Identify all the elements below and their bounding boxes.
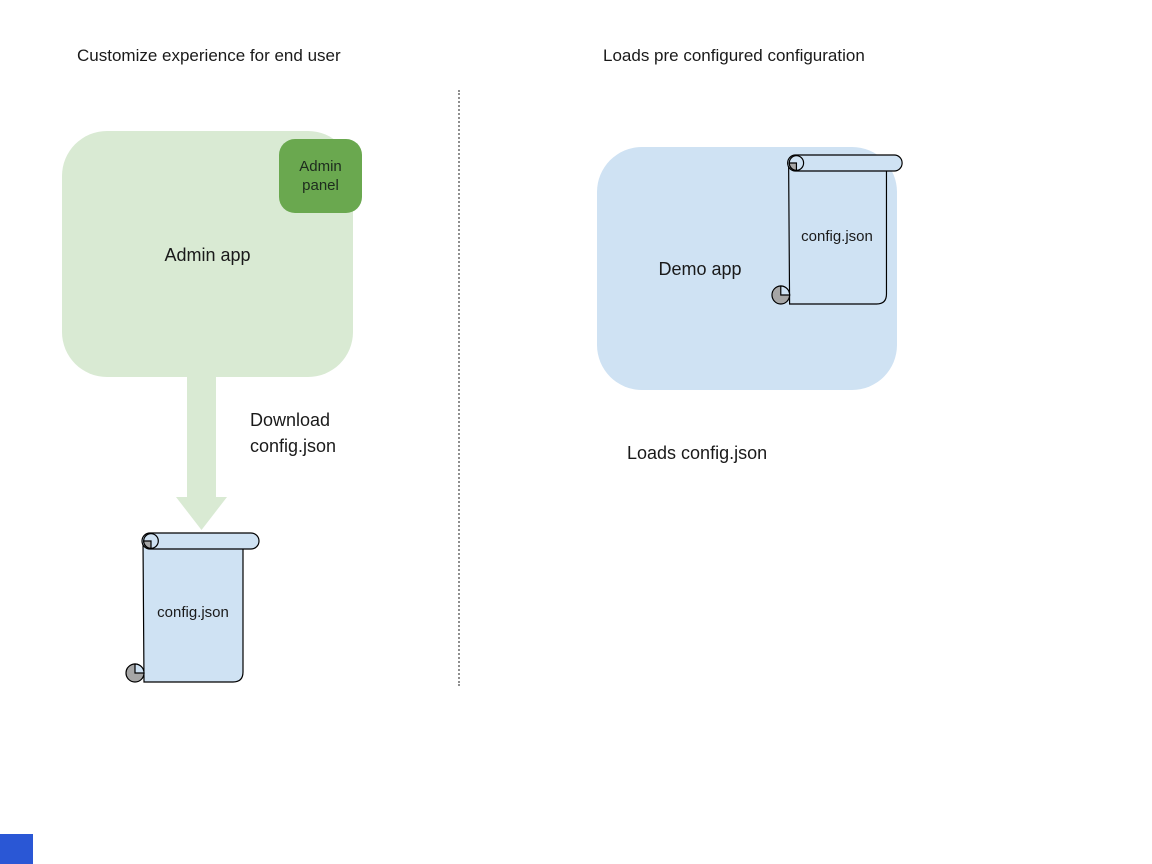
- admin-panel-box: Admin panel: [279, 139, 362, 213]
- config-file-label: config.json: [157, 604, 229, 621]
- scroll-top-curl-notch: [788, 162, 798, 171]
- scroll-body: [142, 540, 244, 683]
- scroll-bottom-curl-notch: [780, 285, 791, 296]
- scroll-body: [788, 162, 888, 305]
- right-section-title: Loads pre configured configuration: [603, 46, 865, 65]
- corner-square: [0, 834, 33, 864]
- scroll-top-curl-notch: [143, 540, 152, 549]
- scroll-top-bar: [141, 532, 260, 550]
- admin-panel-label: Admin panel: [299, 158, 342, 194]
- arrow-shape: [176, 377, 227, 530]
- demo-app-label: Demo app: [658, 259, 742, 279]
- dotted-divider: [458, 90, 460, 686]
- scroll-top-bar: [787, 154, 903, 172]
- left-section-title: Customize experience for end user: [77, 46, 341, 65]
- download-config-label: Download config.json: [250, 410, 337, 456]
- config-file-scroll: [125, 527, 265, 687]
- config-file-label: config.json: [801, 228, 873, 245]
- loads-config-caption: Loads config.json: [627, 443, 768, 463]
- download-arrow-icon: [176, 377, 227, 530]
- scroll-bottom-curl-notch: [134, 663, 145, 674]
- config-file-scroll: [771, 149, 908, 309]
- admin-app-label: Admin app: [164, 245, 251, 265]
